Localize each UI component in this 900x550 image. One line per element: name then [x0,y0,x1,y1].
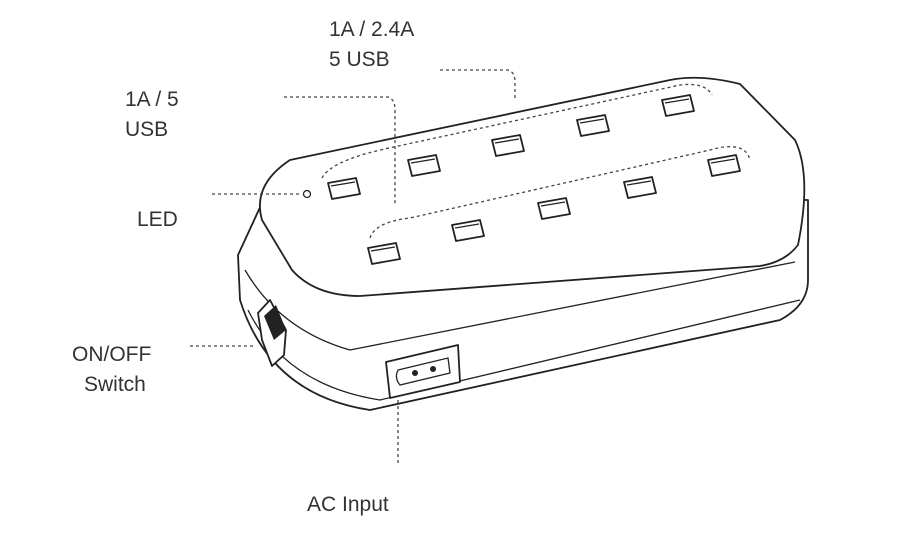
usb-port[interactable] [407,154,441,177]
label-ac-input: AC Input [307,493,389,516]
ac-input-socket[interactable] [385,344,461,399]
usb-ports-bottom-row [367,154,741,265]
usb-port[interactable] [576,114,610,137]
port-group-outline-top [321,83,713,179]
charger-top-lid [259,76,806,297]
usb-port[interactable] [491,134,525,157]
on-off-switch[interactable] [257,299,287,367]
label-switch: ON/OFF Switch [72,340,151,400]
label-usb-high-line1: 1A / 2.4A [329,18,415,41]
label-switch-line2: Switch [84,373,146,396]
label-usb-low-line1: 1A / 5 [125,88,179,111]
port-group-outline-bottom [369,146,751,239]
label-usb-high: 1A / 2.4A 5 USB [329,15,414,75]
leader-usb-low [284,96,396,205]
usb-port[interactable] [367,242,401,265]
label-usb-low-line2: USB [125,118,169,141]
usb-port[interactable] [623,176,657,199]
label-switch-line1: ON/OFF [72,343,152,366]
usb-port[interactable] [327,177,361,200]
usb-port[interactable] [451,219,485,242]
label-usb-high-line2: 5 USB [329,48,390,71]
usb-port[interactable] [661,94,695,117]
usb-port[interactable] [707,154,741,177]
label-usb-low: 1A / 5 USB [125,85,179,145]
label-led: LED [137,208,178,231]
usb-ports-top-row [327,94,695,200]
led-indicator [302,189,312,199]
base-bottom-edge [247,299,801,401]
usb-port[interactable] [537,197,571,220]
base-seam-line [244,261,796,351]
leader-usb-high [440,69,516,100]
